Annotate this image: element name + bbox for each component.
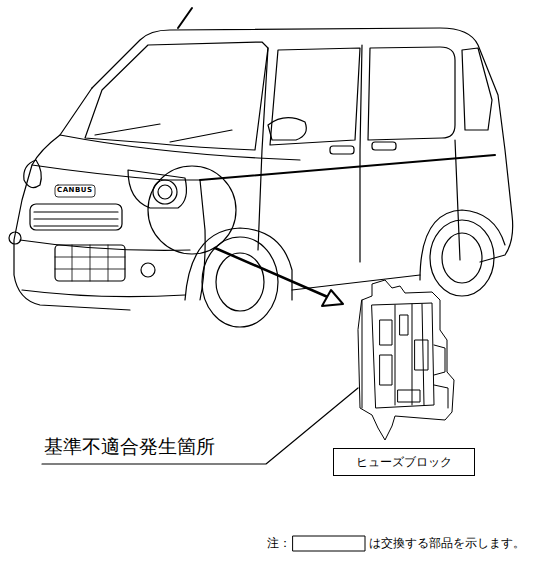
fuse-block: [358, 280, 454, 440]
note-swatch-box: [293, 536, 365, 551]
note-text: は交換する部品を示します。: [369, 537, 525, 550]
part-name: ヒューズブロック: [356, 454, 452, 471]
note-text: 注：: [267, 537, 291, 550]
part-name-box: ヒューズブロック: [333, 448, 475, 476]
badge-text: CANBUS: [56, 187, 93, 195]
location-label: 基準不適合発生箇所: [44, 436, 215, 457]
